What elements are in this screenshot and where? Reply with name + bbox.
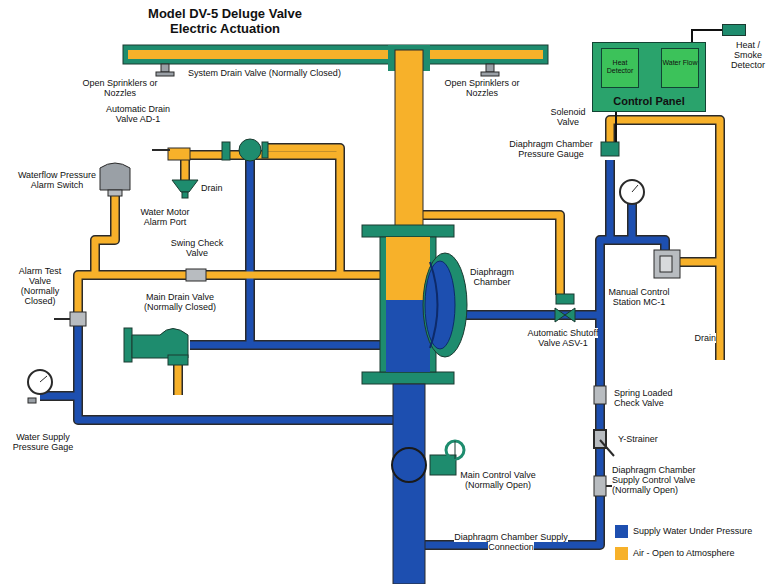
diagram-title: Model DV-5 Deluge Valve Electric Actuati… <box>132 6 318 36</box>
control-panel: Control Panel Heat Detector Water Flow <box>592 42 706 112</box>
part-label-text: Water Supply Pressure Gage <box>13 432 74 452</box>
part-label: Main Control Valve (Normally Open) <box>460 470 536 490</box>
part-label-text: Drain <box>694 333 716 343</box>
detector-housing <box>722 24 746 36</box>
part-label-text: Spring Loaded Check Valve <box>614 388 673 408</box>
part-label-text: Diaphragm Chamber Pressure Gauge <box>509 139 593 159</box>
part-label-text: Diaphragm Chamber Supply Connection <box>454 532 568 552</box>
node-text: Water Flow <box>662 59 698 67</box>
panel-title: Control Panel <box>593 95 705 107</box>
part-label-text: Alarm Test Valve (Normally Closed) <box>19 266 61 306</box>
part-label-text: Automatic Shutoff Valve ASV-1 <box>528 328 599 348</box>
part-label: Diaphragm Chamber Supply Control Valve (… <box>612 465 712 495</box>
signal-wire <box>692 30 722 42</box>
part-label-text: Waterflow Pressure Alarm Switch <box>18 170 96 190</box>
part-label: Diaphragm Chamber Pressure Gauge <box>506 139 596 159</box>
part-label: Main Drain Valve (Normally Closed) <box>128 292 232 312</box>
legend-text: Supply Water Under Pressure <box>633 526 775 536</box>
part-label: Open Sprinklers or Nozzles <box>438 78 526 98</box>
part-label: Spring Loaded Check Valve <box>614 388 694 408</box>
indicator-box: Heat Detector <box>601 48 639 88</box>
part-label: Waterflow Pressure Alarm Switch <box>14 170 100 190</box>
detector: Heat / Smoke Detector <box>722 24 774 73</box>
part-label-text: Open Sprinklers or Nozzles <box>444 78 519 98</box>
legend-swatch <box>615 525 628 538</box>
part-label-text: Drain <box>201 183 223 193</box>
part-label: Drain <box>680 333 716 343</box>
part-label: Alarm Test Valve (Normally Closed) <box>10 266 70 306</box>
part-label: Water Motor Alarm Port <box>128 207 202 227</box>
legend-swatch <box>615 547 628 560</box>
part-label: Automatic Drain Valve AD-1 <box>96 104 180 124</box>
part-label-text: Open Sprinklers or Nozzles <box>82 78 157 98</box>
part-label-text: Water Motor Alarm Port <box>140 207 189 227</box>
part-label-text: Diaphragm Chamber Supply Control Valve (… <box>612 465 696 495</box>
part-label-text: Manual Control Station MC-1 <box>608 287 669 307</box>
part-label: Diaphragm Chamber <box>462 267 522 287</box>
part-label: Solenoid Valve <box>540 107 596 127</box>
part-label: Open Sprinklers or Nozzles <box>76 78 164 98</box>
part-label-text: System Drain Valve (Normally Closed) <box>188 68 341 78</box>
part-label: Automatic Shutoff Valve ASV-1 <box>518 328 608 348</box>
part-label-text: Y-Strainer <box>618 434 658 444</box>
part-label: Y-Strainer <box>618 434 688 444</box>
part-label-text: Diaphragm Chamber <box>470 267 514 287</box>
legend-text: Air - Open to Atmosphere <box>633 548 775 558</box>
part-label-text: Main Control Valve (Normally Open) <box>460 470 535 490</box>
part-label-text: Swing Check Valve <box>171 238 224 258</box>
part-label: Drain <box>201 183 233 193</box>
part-label-text: Solenoid Valve <box>550 107 585 127</box>
part-label: Swing Check Valve <box>166 238 228 258</box>
indicator-box: Water Flow <box>661 48 699 88</box>
part-label: Diaphragm Chamber Supply Connection <box>452 532 570 552</box>
node-text: Heat Detector <box>602 59 638 75</box>
node-text: Heat / Smoke Detector <box>722 40 774 70</box>
part-label: Manual Control Station MC-1 <box>606 287 672 307</box>
part-label-text: Main Drain Valve (Normally Closed) <box>144 292 216 312</box>
part-label: System Drain Valve (Normally Closed) <box>188 68 368 78</box>
part-label: Water Supply Pressure Gage <box>3 432 83 452</box>
part-label-text: Automatic Drain Valve AD-1 <box>106 104 170 124</box>
